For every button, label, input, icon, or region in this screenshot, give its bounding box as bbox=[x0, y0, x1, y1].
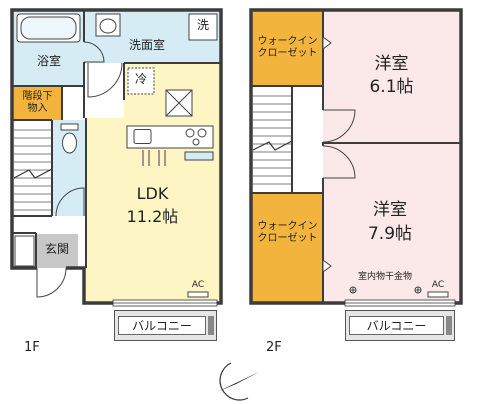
drying-hook-right-icon bbox=[414, 286, 422, 294]
balcony-1f-cap bbox=[208, 316, 214, 335]
washing-machine-icon bbox=[188, 13, 218, 41]
floor-2-rooms bbox=[252, 11, 460, 302]
balcony-1f-label: バルコニー bbox=[118, 316, 206, 335]
entrance-door bbox=[36, 267, 67, 298]
floor-1-walls bbox=[10, 8, 223, 305]
western-room-upper-door bbox=[322, 109, 356, 143]
washroom-door bbox=[87, 62, 123, 98]
entrance-label: 玄関 bbox=[44, 242, 69, 256]
shoe-cabinet bbox=[14, 235, 35, 267]
floor-2-doors bbox=[322, 36, 356, 273]
wic-lower-opening-icon bbox=[322, 259, 332, 273]
fridge-label: 冷 bbox=[134, 72, 147, 86]
toilet-door bbox=[55, 187, 85, 217]
washroom-label: 洗面室 bbox=[128, 38, 165, 52]
entrance-area bbox=[36, 234, 78, 268]
floor-1-windows bbox=[112, 299, 218, 307]
wic-upper-opening-icon bbox=[322, 36, 332, 50]
floor-1-doors bbox=[36, 41, 123, 298]
air-conditioner-1f-icon bbox=[187, 291, 209, 298]
kitchen-counter-icon bbox=[126, 125, 214, 149]
floor-2-windows bbox=[344, 299, 456, 307]
floor-2-fixtures bbox=[349, 286, 449, 298]
balcony-2f: バルコニー bbox=[345, 310, 455, 341]
storage-label-line2: 物入 bbox=[27, 102, 48, 114]
ac-2f-label: AC bbox=[431, 280, 445, 290]
wic-lower-label: ウォークイン クローゼット bbox=[252, 221, 323, 244]
floor-2-inner-walls bbox=[251, 10, 461, 303]
washer-label: 洗 bbox=[196, 18, 209, 32]
western-room-lower-area bbox=[323, 143, 460, 302]
air-conditioner-2f-icon bbox=[427, 291, 449, 298]
stairs-1f bbox=[13, 129, 53, 211]
storage-area bbox=[13, 86, 62, 120]
bath-door bbox=[83, 41, 105, 63]
western-room-upper-area bbox=[323, 11, 460, 143]
bath-label: 浴室 bbox=[36, 54, 61, 68]
wic-lower-label-line2: クローゼット bbox=[257, 232, 318, 244]
toilet-icon bbox=[60, 123, 79, 154]
wic-lower-label-line1: ウォークイン bbox=[257, 221, 318, 232]
western-room-lower-size: 7.9帖 bbox=[367, 224, 413, 244]
balcony-2f-label: バルコニー bbox=[349, 316, 444, 335]
wic-upper-label-line2: クローゼット bbox=[257, 47, 318, 59]
kitchen-shelf bbox=[184, 151, 214, 161]
floor-1-inner-walls bbox=[12, 10, 221, 268]
western-room-upper-size: 6.1帖 bbox=[369, 77, 414, 97]
wic-upper-area bbox=[252, 11, 323, 86]
wic-upper-label-line1: ウォークイン bbox=[257, 36, 318, 47]
ldk-size-label: 11.2帖 bbox=[126, 207, 179, 226]
storage-label-line1: 階段下 bbox=[22, 91, 53, 102]
storage-label: 階段下 物入 bbox=[13, 91, 62, 114]
drying-hook-left-icon bbox=[349, 286, 357, 294]
drying-hardware-label: 室内物干金物 bbox=[357, 272, 412, 282]
ac-1f-label: AC bbox=[191, 280, 205, 290]
hall-area bbox=[86, 63, 124, 118]
wic-upper-label: ウォークイン クローゼット bbox=[252, 36, 323, 59]
floor-1-fixtures bbox=[14, 13, 218, 298]
fridge-icon bbox=[127, 67, 155, 95]
bathtub-icon bbox=[16, 13, 81, 43]
wash-basin-icon bbox=[95, 13, 121, 37]
kitchen-cabinet-doors bbox=[142, 150, 166, 166]
balcony-2f-cap bbox=[446, 316, 452, 335]
western-room-upper-name: 洋室 bbox=[374, 54, 409, 74]
compass-north-arrow-icon bbox=[217, 362, 259, 401]
floor-2-label: 2F bbox=[266, 340, 282, 355]
balcony-1f: バルコニー bbox=[114, 310, 217, 341]
stairs-2f bbox=[252, 95, 293, 185]
floor-1-outer-wall bbox=[10, 8, 223, 305]
western-room-lower-door bbox=[322, 145, 356, 179]
ventilation-icon bbox=[165, 89, 193, 117]
ldk-name-label: LDK bbox=[136, 184, 169, 203]
wic-lower-area bbox=[252, 193, 323, 302]
western-room-lower-name: 洋室 bbox=[373, 200, 407, 220]
floor-1-label: 1F bbox=[24, 340, 40, 355]
